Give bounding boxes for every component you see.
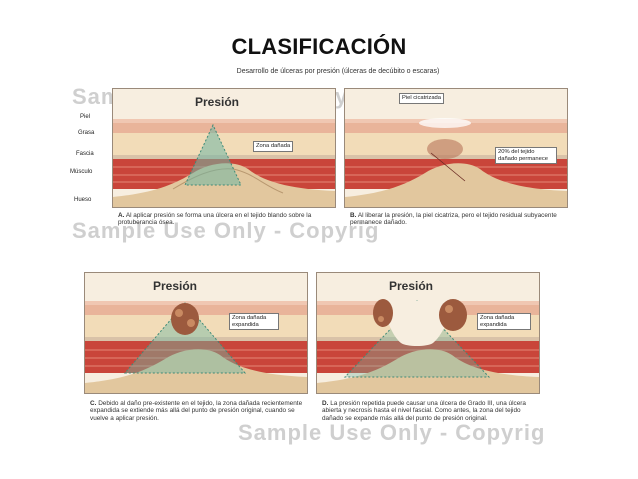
panel-a-tissue-drawing xyxy=(113,89,335,207)
panel-c-heading: Presión xyxy=(153,279,198,293)
panel-a-letter: A. xyxy=(118,212,125,219)
panel-d-callout: Zona dañada expandida xyxy=(477,313,531,330)
panel-a-illustration: Presión Zona dañada xyxy=(112,88,336,208)
watermark-bottom: Sample Use Only - Copyrig xyxy=(238,420,546,445)
panel-d-heading: Presión xyxy=(389,279,434,293)
panel-d-tissue-drawing xyxy=(317,273,539,393)
panel-c-caption-text: Debido al daño pre-existente en el tejid… xyxy=(90,400,303,422)
panel-b-illustration: Piel cicatrizada 20% del tejido dañado p… xyxy=(344,88,568,208)
layer-label-bone: Hueso xyxy=(74,197,92,203)
panel-d-caption: D. La presión repetida puede causar una … xyxy=(322,400,538,422)
panel-a-heading: Presión xyxy=(195,95,240,109)
panel-c-caption: C. Debido al daño pre-existente en el te… xyxy=(90,400,306,422)
page-title: CLASIFICACIÓN xyxy=(231,34,407,59)
panel-b-caption: B. Al liberar la presión, la piel cicatr… xyxy=(350,212,566,227)
layer-label-skin: Piel xyxy=(80,114,91,120)
panel-b-caption-text: Al liberar la presión, la piel cicatriza… xyxy=(350,212,557,227)
figure-subtitle: Desarrollo de úlceras por presión (úlcer… xyxy=(236,68,440,75)
figure-bottom: Sample Use Only - Copyrig Presión Zona d… xyxy=(68,270,570,472)
panel-a-callout: Zona dañada xyxy=(253,141,294,152)
panel-d-illustration: Presión Zona dañada expandida xyxy=(316,272,540,394)
panel-c-tissue-drawing xyxy=(85,273,307,393)
panel-a-caption-text: Al aplicar presión se forma una úlcera e… xyxy=(118,212,312,227)
panel-b-letter: B. xyxy=(350,212,357,219)
panel-b-callout-scar: Piel cicatrizada xyxy=(399,93,444,104)
panel-b-callout-damage: 20% del tejido dañado permanece xyxy=(495,147,557,164)
layer-label-fat: Grasa xyxy=(78,130,95,136)
layer-label-fascia: Fascia xyxy=(76,151,94,157)
panel-c-illustration: Presión Zona dañada expandida xyxy=(84,272,308,394)
panel-c-letter: C. xyxy=(90,400,97,407)
watermark-top-2: Sample Use Only - Copyrig xyxy=(72,218,380,243)
panel-c-callout: Zona dañada expandida xyxy=(229,313,279,330)
panel-d-letter: D. xyxy=(322,400,329,407)
figure-top: Desarrollo de úlceras por presión (úlcer… xyxy=(68,68,570,250)
panel-a-caption: A. Al aplicar presión se forma una úlcer… xyxy=(118,212,334,227)
layer-label-muscle: Músculo xyxy=(70,169,93,175)
panel-d-caption-text: La presión repetida puede causar una úlc… xyxy=(322,400,526,422)
